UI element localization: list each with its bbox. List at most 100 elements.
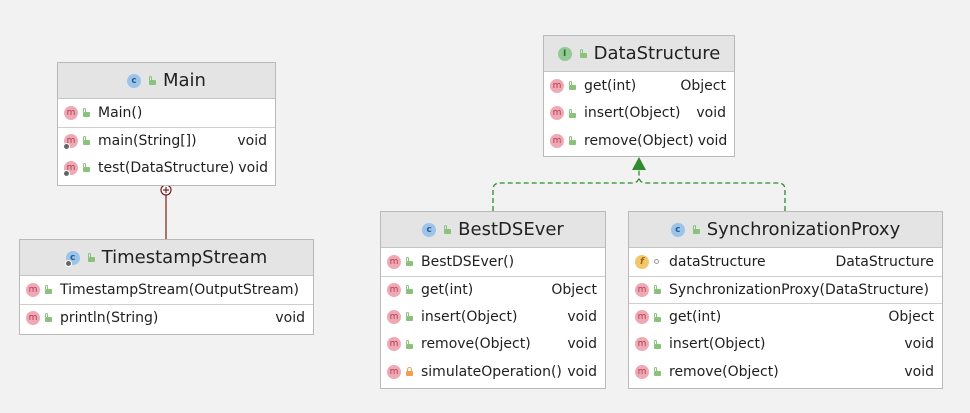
implements-line-proxy xyxy=(638,175,786,211)
public-lock-icon xyxy=(443,225,452,234)
class-name: BestDSEver xyxy=(458,219,564,240)
interface-icon: I xyxy=(557,46,572,61)
member-name: simulateOperation() xyxy=(421,363,562,380)
method-icon: m xyxy=(635,282,649,297)
public-lock-icon xyxy=(82,163,90,173)
class-bestdsever[interactable]: c BestDSEver m BestDSEver() m get(int) O… xyxy=(380,211,606,389)
class-name: SynchronizationProxy xyxy=(706,219,901,240)
class-icon: c xyxy=(422,222,437,237)
public-lock-icon xyxy=(579,49,587,58)
abstract-method-icon: m xyxy=(550,106,564,121)
member-type: void xyxy=(567,363,597,380)
class-header: c SynchronizationProxy xyxy=(629,212,942,248)
class-main[interactable]: c Main m Main() m main(String[]) void m … xyxy=(57,62,276,186)
member-name: insert(Object) xyxy=(421,308,518,325)
member-row[interactable]: m BestDSEver() xyxy=(381,248,605,276)
public-lock-icon xyxy=(653,367,661,377)
member-type: void xyxy=(237,132,267,149)
method-icon: m xyxy=(387,309,401,324)
member-name: test(DataStructure) xyxy=(98,159,235,176)
member-row[interactable]: m TimestampStream(OutputStream) xyxy=(20,276,313,304)
package-private-icon xyxy=(653,257,661,266)
member-row[interactable]: m remove(Object) void xyxy=(381,331,605,359)
class-synchronizationproxy[interactable]: c SynchronizationProxy f dataStructure D… xyxy=(628,211,943,389)
class-name: DataStructure xyxy=(593,43,721,64)
member-type: void xyxy=(238,159,269,176)
field-row[interactable]: f dataStructure DataStructure xyxy=(629,248,942,276)
member-row[interactable]: m test(DataStructure) void xyxy=(58,154,275,182)
public-lock-icon xyxy=(148,76,156,85)
implements-line-bestds xyxy=(492,170,640,211)
member-row[interactable]: m Main() xyxy=(58,99,275,127)
public-lock-icon xyxy=(653,312,661,322)
member-type: Object xyxy=(680,77,726,94)
class-icon: c xyxy=(127,73,141,88)
member-row[interactable]: m insert(Object) void xyxy=(629,331,942,359)
member-name: get(int) xyxy=(669,309,722,326)
member-type: void xyxy=(567,308,597,325)
method-icon: m xyxy=(387,364,401,379)
member-row[interactable]: m simulateOperation() void xyxy=(381,358,605,386)
member-type: void xyxy=(904,336,934,353)
method-icon: m xyxy=(26,282,40,297)
abstract-method-icon: m xyxy=(550,133,564,148)
public-lock-icon xyxy=(405,285,413,295)
method-icon: m xyxy=(635,364,649,379)
class-header: c TimestampStream xyxy=(20,240,313,276)
abstract-method-icon: m xyxy=(550,78,564,93)
method-icon: m xyxy=(26,310,40,325)
member-row[interactable]: m get(int) Object xyxy=(544,72,734,100)
member-type: void xyxy=(275,309,305,326)
member-name: BestDSEver() xyxy=(421,253,515,270)
member-row[interactable]: m println(String) void xyxy=(20,303,313,332)
method-icon: m xyxy=(635,337,649,352)
member-type: void xyxy=(696,105,726,122)
method-icon: m xyxy=(64,105,78,120)
public-lock-icon xyxy=(82,108,90,118)
class-name: TimestampStream xyxy=(101,247,268,268)
field-name: dataStructure xyxy=(669,253,766,270)
public-lock-icon xyxy=(568,81,576,91)
public-lock-icon xyxy=(405,339,413,349)
public-lock-icon xyxy=(44,313,52,323)
static-method-icon: m xyxy=(63,160,78,177)
member-row[interactable]: m remove(Object) void xyxy=(629,358,942,386)
class-name: Main xyxy=(163,70,206,91)
member-row[interactable]: m SynchronizationProxy(DataStructure) xyxy=(629,275,942,304)
method-icon: m xyxy=(387,254,401,269)
member-row[interactable]: m insert(Object) void xyxy=(544,100,734,128)
member-type: void xyxy=(567,336,597,353)
interface-datastructure[interactable]: I DataStructure m get(int) Object m inse… xyxy=(543,35,735,157)
public-lock-icon xyxy=(44,285,52,295)
member-row[interactable]: m remove(Object) void xyxy=(544,127,734,155)
member-row[interactable]: m main(String[]) void xyxy=(58,126,275,155)
member-row[interactable]: m get(int) Object xyxy=(629,303,942,331)
member-name: insert(Object) xyxy=(669,336,766,353)
member-name: remove(Object) xyxy=(421,336,531,353)
class-header: I DataStructure xyxy=(544,36,734,72)
static-method-icon: m xyxy=(63,133,78,150)
member-type: Object xyxy=(888,309,934,326)
public-lock-icon xyxy=(87,253,95,262)
class-timestampstream[interactable]: c TimestampStream m TimestampStream(Outp… xyxy=(19,239,314,335)
member-type: Object xyxy=(551,281,597,298)
member-row[interactable]: m insert(Object) void xyxy=(381,303,605,331)
public-lock-icon xyxy=(82,136,90,146)
member-name: get(int) xyxy=(421,281,474,298)
class-header: c Main xyxy=(58,63,275,99)
member-name: insert(Object) xyxy=(584,105,681,122)
public-lock-icon xyxy=(653,285,661,295)
public-lock-icon xyxy=(692,225,700,234)
member-name: main(String[]) xyxy=(98,132,197,149)
member-name: println(String) xyxy=(60,309,159,326)
method-icon: m xyxy=(387,282,401,297)
member-name: SynchronizationProxy(DataStructure) xyxy=(669,281,929,298)
member-type: void xyxy=(904,363,934,380)
private-lock-icon xyxy=(405,367,413,377)
member-row[interactable]: m get(int) Object xyxy=(381,275,605,304)
static-class-icon: c xyxy=(64,250,80,267)
member-name: Main() xyxy=(98,104,143,121)
member-name: get(int) xyxy=(584,77,637,94)
class-icon: c xyxy=(670,222,685,237)
